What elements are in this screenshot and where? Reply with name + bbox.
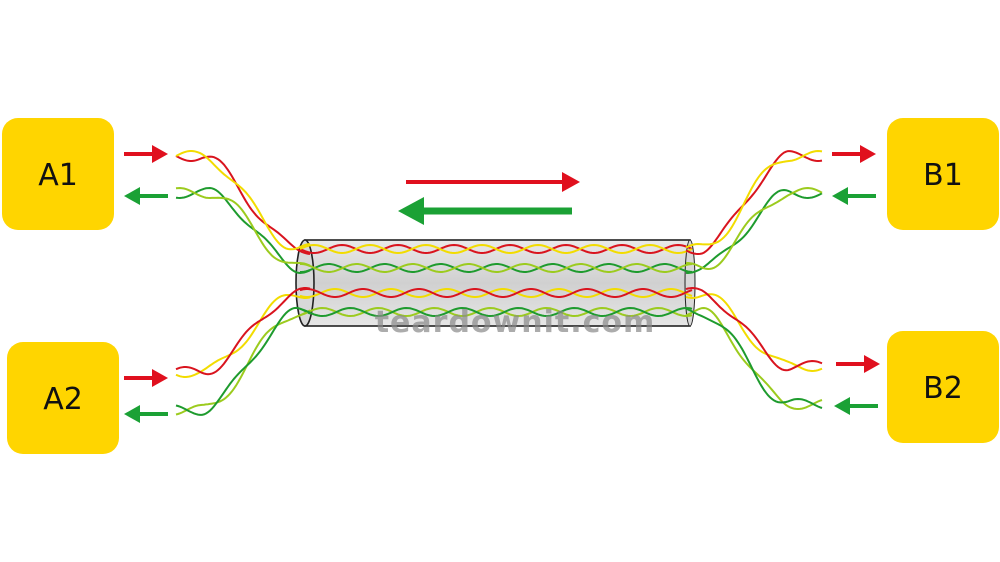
cable-pair-2-wire-1: [300, 263, 693, 273]
cable-pair-2-wire-2: [300, 263, 693, 273]
a2-rx-pair-wire-1: [175, 309, 311, 416]
cable-pair-3-wire-1: [299, 288, 693, 298]
cable-pair-1-wire-2: [299, 243, 693, 255]
cable-body: [304, 239, 691, 327]
node-a2-label: A2: [43, 382, 83, 417]
b2-rx-arrow-icon: [834, 397, 878, 415]
a1-tx-pair-wire-1: [175, 155, 311, 255]
watermark: teardownit.com: [375, 305, 656, 340]
b2-rx-pair-wire-1: [685, 306, 823, 411]
b2-tx-arrow-icon: [836, 355, 880, 373]
center-arrow-left-icon: [398, 197, 572, 225]
a1-tx-pair-wire-2: [175, 150, 311, 251]
b1-tx-pair-wire-2: [685, 149, 823, 249]
a2-tx-pair-wire-1: [175, 294, 311, 378]
a2-rx-arrow-icon: [124, 405, 168, 423]
node-b2: B2: [887, 331, 999, 443]
node-a2-box: [7, 342, 119, 454]
center-arrow-right-icon: [406, 172, 580, 192]
b2-tx-pair-wire-2: [685, 286, 823, 372]
a2-tx-pair-wire-2: [175, 287, 311, 376]
node-b1: B1: [887, 118, 999, 230]
center-direction-arrows: [398, 172, 580, 225]
twisted-pairs: [175, 149, 823, 416]
b1-rx-pair-wire-1: [685, 188, 823, 275]
cable-left-end: [295, 239, 315, 327]
b1-rx-arrow-icon: [832, 187, 876, 205]
node-a1: A1: [2, 118, 114, 230]
b1-rx-pair-wire-2: [685, 186, 823, 271]
b2-tx-pair-wire-1: [685, 293, 823, 373]
a2-rx-pair-wire-2: [175, 306, 311, 416]
a1-rx-pair-wire-1: [175, 186, 311, 275]
node-a1-box: [2, 118, 114, 230]
node-b2-box: [887, 331, 999, 443]
node-a1-label: A1: [38, 158, 78, 193]
a1-rx-pair-wire-2: [175, 186, 311, 267]
node-b2-label: B2: [923, 371, 963, 406]
a1-tx-arrow-icon: [124, 145, 168, 163]
node-b1-label: B1: [923, 158, 963, 193]
cable-pair-3-wire-2: [299, 288, 693, 298]
cable-right-end: [684, 239, 696, 327]
a1-rx-arrow-icon: [124, 187, 168, 205]
node-b1-box: [887, 118, 999, 230]
node-a2: A2: [7, 342, 119, 454]
a2-tx-arrow-icon: [124, 369, 168, 387]
b1-tx-arrow-icon: [832, 145, 876, 163]
cable-pair-4-wire-2: [299, 306, 693, 318]
b1-tx-pair-wire-1: [685, 150, 823, 256]
b2-rx-pair-wire-2: [685, 307, 823, 409]
cable: [295, 239, 696, 327]
